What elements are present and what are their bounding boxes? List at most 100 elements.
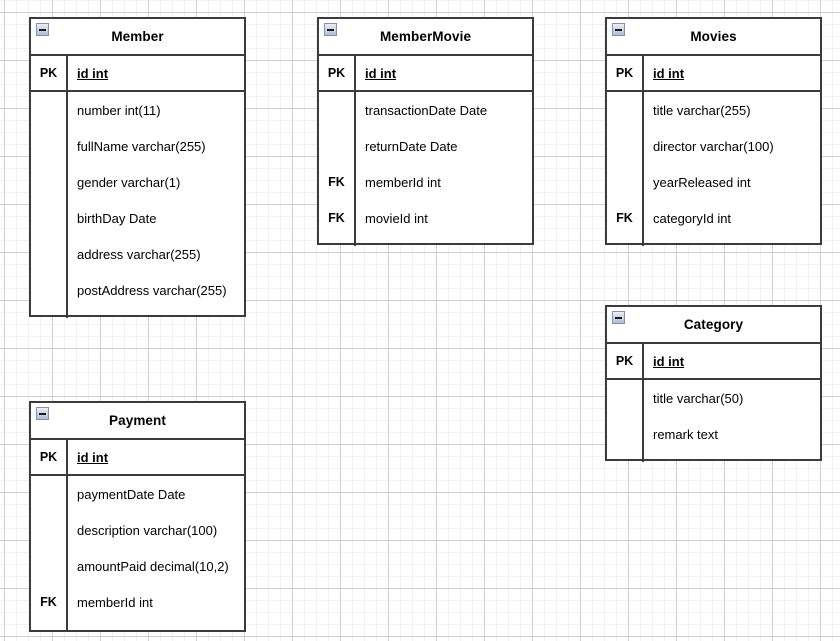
key-column-spacer	[319, 236, 354, 246]
key-column: PK	[607, 344, 644, 462]
attribute-column-spacer	[68, 308, 244, 318]
entity-body: PK FK FK id int transactionDate Date returnDa…	[319, 56, 532, 246]
field-row[interactable]: categoryId int	[644, 200, 820, 236]
field-key: PK	[607, 344, 642, 380]
field-key	[31, 236, 66, 272]
field-key	[607, 92, 642, 128]
entity-header: MemberMovie	[319, 19, 532, 56]
field-key: PK	[607, 56, 642, 92]
field-label: number int(11)	[77, 102, 161, 118]
field-key	[319, 92, 354, 128]
field-row[interactable]: postAddress varchar(255)	[68, 272, 244, 308]
field-row[interactable]: id int	[68, 440, 244, 476]
minus-box-icon[interactable]	[36, 407, 49, 420]
field-key	[31, 512, 66, 548]
minus-box-icon[interactable]	[612, 311, 625, 324]
field-row[interactable]: address varchar(255)	[68, 236, 244, 272]
field-row[interactable]: title varchar(255)	[644, 92, 820, 128]
field-row[interactable]: yearReleased int	[644, 164, 820, 200]
field-label: address varchar(255)	[77, 246, 201, 262]
field-label: title varchar(255)	[653, 102, 751, 118]
entity-header: Category	[607, 307, 820, 344]
entity-title: Member	[111, 28, 164, 44]
field-key: FK	[328, 174, 345, 189]
field-label: title varchar(50)	[653, 390, 744, 406]
field-row[interactable]: birthDay Date	[68, 200, 244, 236]
field-row[interactable]: memberId int	[68, 584, 244, 620]
field-row[interactable]: id int	[356, 56, 532, 92]
key-column-spacer	[607, 236, 642, 246]
field-label: memberId int	[77, 594, 153, 610]
entity-title: Movies	[690, 28, 737, 44]
attribute-column: id int number int(11) fullName varchar(255…	[68, 56, 244, 318]
field-label: id int	[653, 65, 685, 81]
field-label: amountPaid decimal(10,2)	[77, 558, 229, 574]
key-column-spacer	[31, 308, 66, 318]
field-row[interactable]: memberId int	[356, 164, 532, 200]
field-key	[607, 380, 642, 416]
field-label: yearReleased int	[653, 174, 751, 190]
field-row[interactable]: returnDate Date	[356, 128, 532, 164]
field-key: FK	[328, 210, 345, 225]
minus-box-icon[interactable]	[612, 23, 625, 36]
field-row[interactable]: description varchar(100)	[68, 512, 244, 548]
field-row[interactable]: title varchar(50)	[644, 380, 820, 416]
field-label: fullName varchar(255)	[77, 138, 206, 154]
field-row[interactable]: id int	[644, 344, 820, 380]
attribute-column: id int title varchar(255) director varchar…	[644, 56, 820, 246]
field-row[interactable]: director varchar(100)	[644, 128, 820, 164]
field-row[interactable]: transactionDate Date	[356, 92, 532, 128]
field-key: PK	[319, 56, 354, 92]
field-key	[607, 416, 642, 452]
field-key: PK	[31, 440, 66, 476]
field-label: movieId int	[365, 210, 428, 226]
field-row[interactable]: movieId int	[356, 200, 532, 236]
attribute-column-spacer	[644, 452, 820, 462]
key-column-spacer	[607, 452, 642, 462]
field-row[interactable]: id int	[68, 56, 244, 92]
field-key	[31, 476, 66, 512]
field-row[interactable]: paymentDate Date	[68, 476, 244, 512]
field-key	[31, 164, 66, 200]
field-key: PK	[31, 56, 66, 92]
entity-header: Member	[31, 19, 244, 56]
key-column-spacer	[31, 620, 66, 630]
attribute-column-spacer	[644, 236, 820, 246]
field-key	[31, 272, 66, 308]
field-key: FK	[616, 210, 633, 225]
field-label: birthDay Date	[77, 210, 157, 226]
minus-box-icon[interactable]	[36, 23, 49, 36]
field-key	[31, 548, 66, 584]
field-row[interactable]: remark text	[644, 416, 820, 452]
field-row[interactable]: gender varchar(1)	[68, 164, 244, 200]
entity-title: Category	[683, 316, 744, 332]
field-label: postAddress varchar(255)	[77, 282, 227, 298]
field-row[interactable]: amountPaid decimal(10,2)	[68, 548, 244, 584]
field-label: id int	[77, 449, 109, 465]
entity-header: Payment	[31, 403, 244, 440]
field-label: categoryId int	[653, 210, 732, 226]
field-row[interactable]: number int(11)	[68, 92, 244, 128]
field-label: transactionDate Date	[365, 102, 488, 118]
entity-header: Movies	[607, 19, 820, 56]
attribute-column-spacer	[356, 236, 532, 246]
field-key	[31, 92, 66, 128]
field-row[interactable]: fullName varchar(255)	[68, 128, 244, 164]
field-label: remark text	[653, 426, 719, 442]
minus-box-icon[interactable]	[324, 23, 337, 36]
field-row[interactable]: id int	[644, 56, 820, 92]
field-key	[31, 200, 66, 236]
entity-title: MemberMovie	[379, 28, 472, 44]
entity-body: PK FK id int title varchar(255) director var…	[607, 56, 820, 246]
field-key	[319, 128, 354, 164]
field-label: gender varchar(1)	[77, 174, 181, 190]
